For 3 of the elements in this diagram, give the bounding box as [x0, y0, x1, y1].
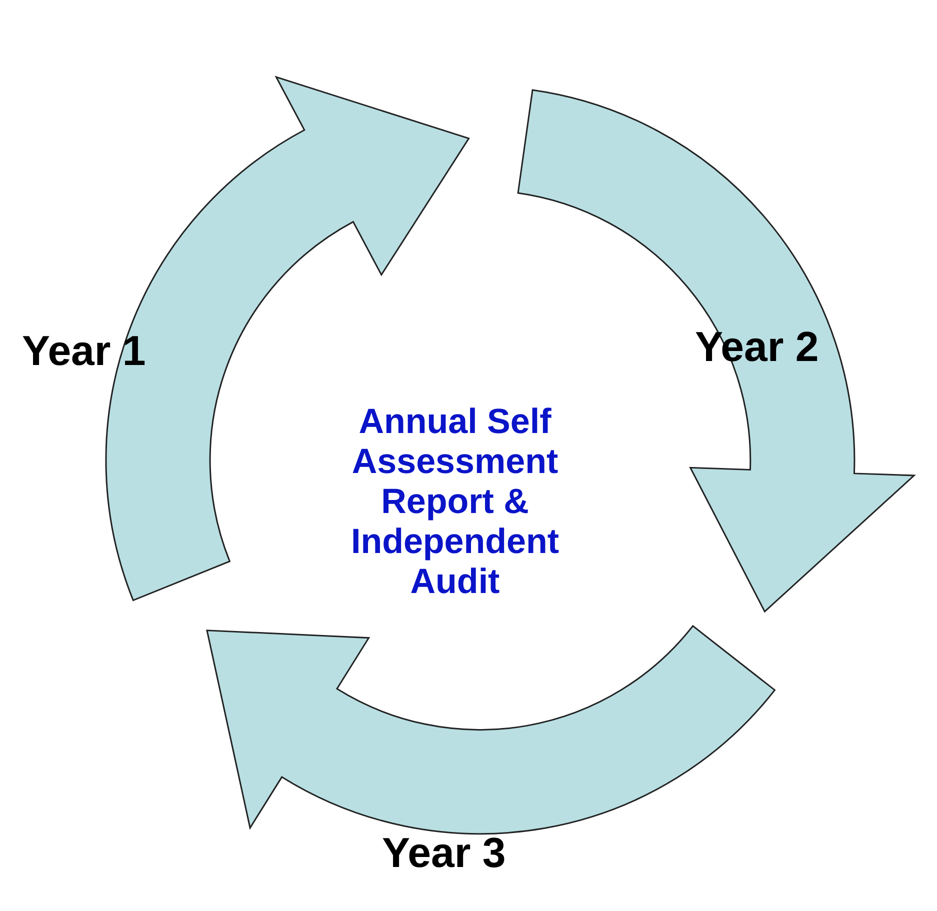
center-text: Annual Self Assessment Report & Independent Audit [350, 402, 560, 602]
arrow-label: Year 3 [382, 832, 506, 874]
arrow-label: Year 1 [22, 330, 146, 372]
